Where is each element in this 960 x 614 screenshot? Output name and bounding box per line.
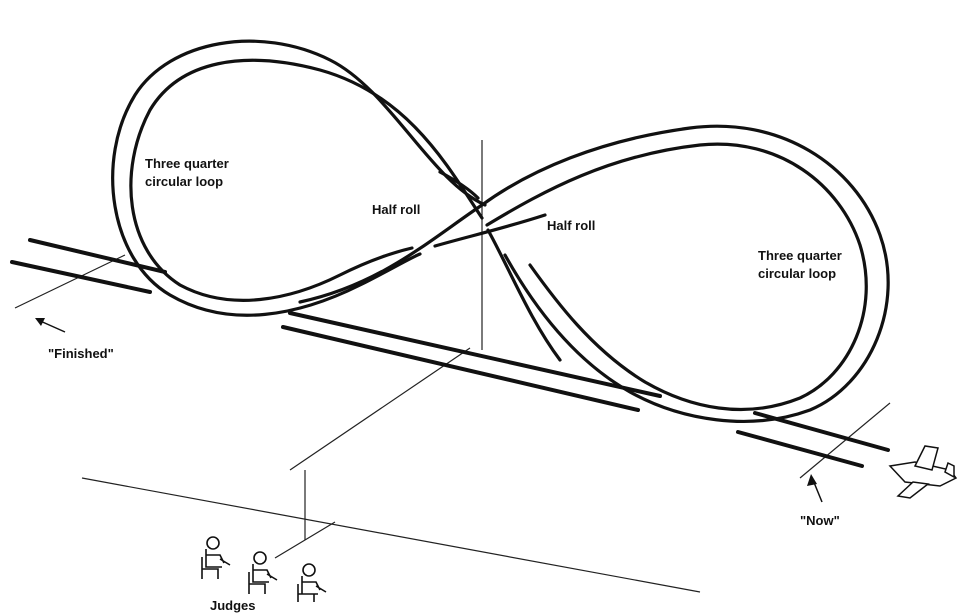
half-roll-right-label: Half roll	[547, 218, 595, 233]
loop-right-label-line1: Three quarter	[758, 248, 842, 263]
finished-label: "Finished"	[48, 346, 114, 361]
reference-grid	[14, 140, 891, 593]
flight-path	[111, 39, 890, 423]
airplane-icon	[888, 445, 958, 499]
loop-left-label-line2: circular loop	[145, 174, 223, 189]
judges-label: Judges	[210, 598, 256, 613]
seated-judge-icon	[297, 563, 327, 602]
loop-left-label-line1: Three quarter	[145, 156, 229, 171]
seated-judge-icon	[201, 536, 231, 579]
now-arrow	[807, 474, 823, 503]
half-roll-left-label: Half roll	[372, 202, 420, 217]
now-label: "Now"	[800, 513, 840, 528]
judges-group	[201, 536, 327, 602]
loop-right-label-line2: circular loop	[758, 266, 836, 281]
finished-arrow	[35, 318, 66, 333]
seated-judge-icon	[248, 551, 278, 594]
